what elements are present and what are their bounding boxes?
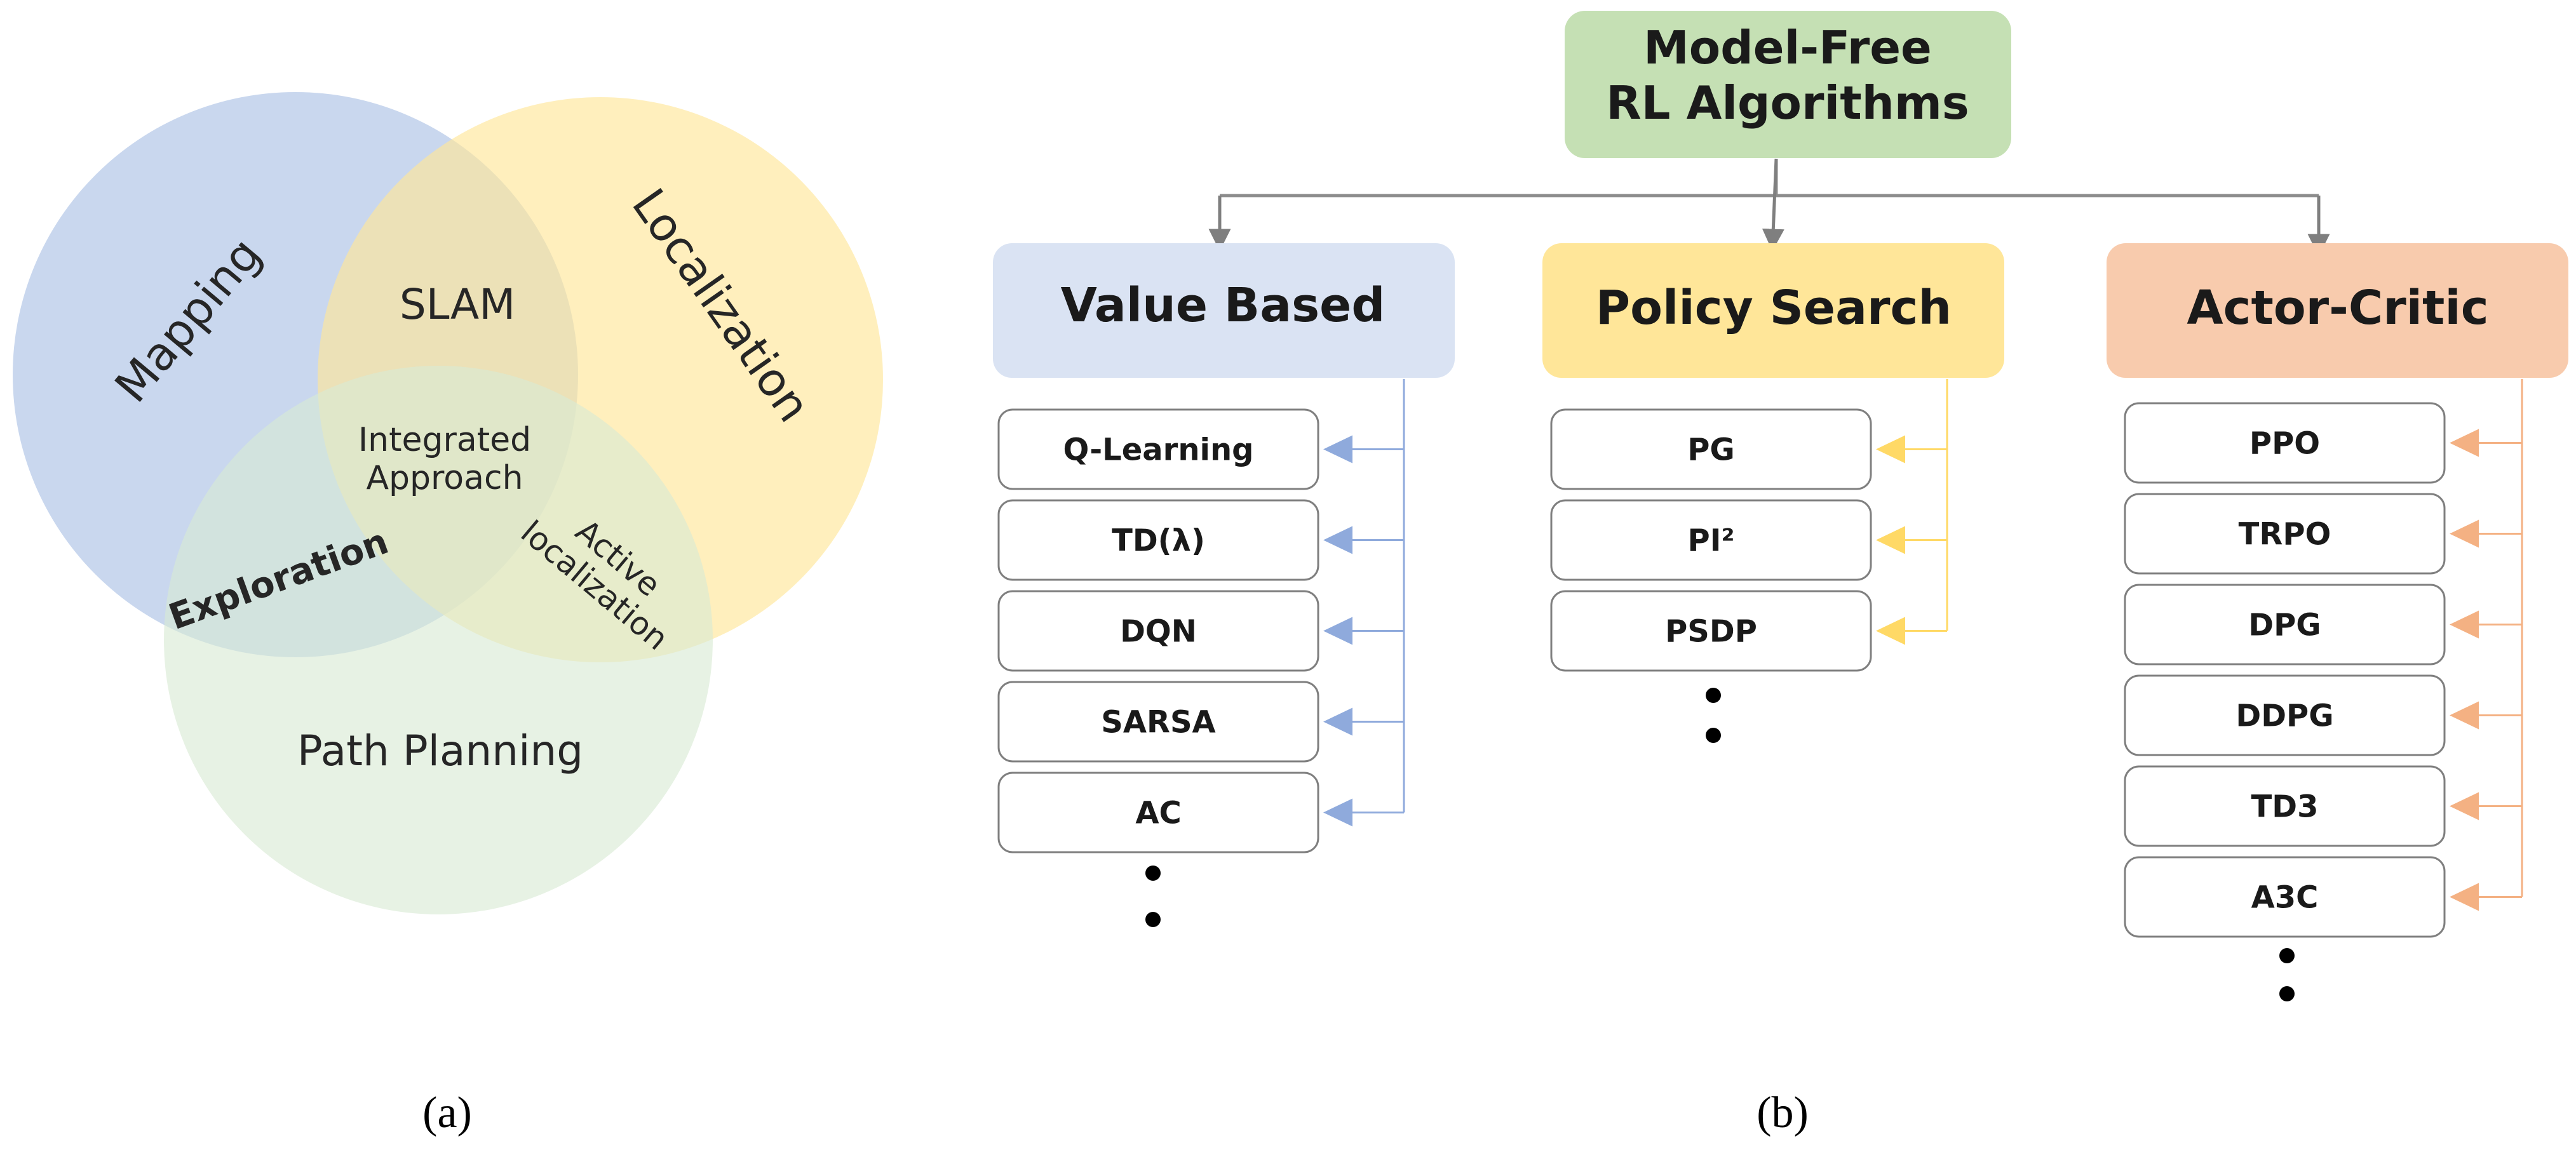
algorithm-label: TD3: [2251, 789, 2319, 825]
algorithm-label: DPG: [2248, 608, 2321, 643]
continuation-dot: [2279, 948, 2295, 963]
value-based-header: [993, 243, 1455, 378]
algorithm-box: [2124, 402, 2446, 484]
rl-taxonomy: Model-Free RL Algorithms Value Based Q-L…: [993, 11, 2568, 1001]
algorithm-box: [2124, 493, 2446, 575]
continuation-dot: [1706, 688, 1721, 703]
caption-b: (b): [1757, 1088, 1809, 1137]
root-node-line1: Model-Free: [1643, 21, 1932, 74]
actor-critic-header: [2107, 243, 2568, 378]
continuation-dot: [1145, 866, 1161, 881]
algorithm-box: [997, 408, 1319, 490]
algorithm-label: PG: [1687, 432, 1735, 468]
policy-search-column: Policy Search PG PI² PSDP: [1542, 243, 2004, 743]
arrowhead: [2450, 792, 2479, 820]
algorithm-box: [997, 772, 1319, 853]
arrowhead: [1876, 435, 1905, 464]
path-planning-label: Path Planning: [297, 726, 583, 775]
algorithm-box: [1550, 590, 1872, 672]
algorithm-box: [997, 590, 1319, 672]
value-based-title: Value Based: [1061, 278, 1386, 333]
arrowhead: [1323, 526, 1352, 554]
arrowhead: [1323, 798, 1352, 827]
algorithm-label: Q-Learning: [1063, 432, 1254, 468]
root-node-line2: RL Algorithms: [1606, 76, 1969, 130]
algorithm-box: [1550, 499, 1872, 581]
algorithm-box: [997, 499, 1319, 581]
path-planning-circle: [164, 366, 713, 914]
algorithm-label: TD(λ): [1112, 523, 1205, 559]
algorithm-box: [2124, 674, 2446, 756]
slam-label: SLAM: [400, 280, 515, 329]
root-node: [1565, 11, 2011, 158]
algorithm-box: [997, 681, 1319, 763]
algorithm-label: SARSA: [1101, 705, 1215, 740]
caption-a: (a): [422, 1088, 472, 1137]
algorithm-label: AC: [1135, 796, 1181, 831]
arrowhead: [2450, 610, 2479, 639]
arrowhead: [2450, 701, 2479, 730]
algorithm-label: PSDP: [1665, 614, 1757, 650]
algorithm-label: PI²: [1687, 523, 1734, 559]
continuation-dot: [1145, 912, 1161, 927]
arrowhead: [1876, 617, 1905, 645]
actor-critic-title: Actor-Critic: [2187, 281, 2488, 335]
algorithm-label: DQN: [1120, 614, 1197, 650]
arrowhead: [1323, 435, 1352, 464]
policy-search-title: Policy Search: [1596, 281, 1952, 335]
algorithm-label: A3C: [2251, 880, 2319, 916]
algorithm-label: PPO: [2249, 426, 2320, 462]
arrowhead: [1876, 526, 1905, 554]
policy-search-header: [1542, 243, 2004, 378]
arrowhead: [2450, 429, 2479, 457]
arrowhead: [2450, 519, 2479, 548]
algorithm-box: [2124, 765, 2446, 847]
continuation-dot: [2279, 986, 2295, 1001]
algorithm-label: DDPG: [2235, 699, 2333, 734]
algorithm-label: TRPO: [2239, 517, 2331, 552]
algorithm-box: [2124, 856, 2446, 938]
integrated-approach-line1: Integrated: [358, 421, 531, 459]
venn-diagram: Mapping Localization SLAM Integrated App…: [13, 92, 883, 914]
algorithm-box: [1550, 408, 1872, 490]
integrated-approach-line2: Approach: [366, 459, 523, 497]
algorithm-box: [2124, 584, 2446, 665]
arrowhead: [2450, 883, 2479, 911]
continuation-dot: [1706, 728, 1721, 743]
arrow-to-policy-search: [1762, 158, 1784, 251]
arrowhead: [1323, 707, 1352, 736]
arrowhead: [1323, 617, 1352, 645]
